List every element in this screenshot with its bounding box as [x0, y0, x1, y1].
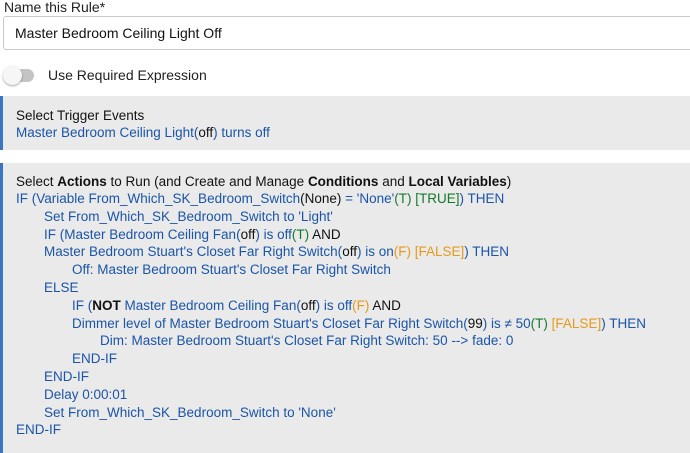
action-text: Master Bedroom Ceiling Fan( — [120, 297, 301, 313]
action-text: IF (Master Bedroom Ceiling Fan( — [44, 226, 241, 242]
variable-value: (None) — [300, 191, 342, 206]
device-state: off — [342, 244, 357, 260]
title-part: ) — [506, 174, 512, 189]
rule-name-input[interactable]: Master Bedroom Ceiling Light Off — [3, 16, 690, 50]
true-marker: (T) — [394, 191, 412, 206]
required-expression-toggle[interactable] — [3, 65, 34, 85]
action-text: = 'None' — [341, 191, 395, 206]
title-conditions: Conditions — [307, 174, 379, 189]
title-part: and — [378, 174, 409, 189]
action-text: ELSE — [44, 279, 79, 295]
paren: ) — [213, 125, 218, 140]
trigger-events-title: Select Trigger Events — [16, 108, 145, 123]
not-operator: NOT — [92, 297, 121, 313]
true-result: [TRUE] — [411, 191, 460, 206]
false-result: [FALSE] — [547, 315, 602, 331]
action-text: ) THEN — [464, 244, 510, 260]
action-text: ) is on — [356, 244, 394, 260]
action-line[interactable]: END-IF — [16, 368, 690, 386]
required-expression-label: Use Required Expression — [48, 67, 207, 83]
required-expression-row: Use Required Expression — [3, 65, 207, 85]
action-line[interactable]: Set From_Which_SK_Bedroom_Switch to 'Non… — [16, 404, 690, 422]
action-line[interactable]: Set From_Which_SK_Bedroom_Switch to 'Lig… — [16, 208, 690, 226]
action-line[interactable]: END-IF — [16, 421, 690, 439]
title-actions: Actions — [57, 174, 107, 189]
action-text: ) is ≠ 50 — [482, 315, 531, 331]
action-text: END-IF — [16, 422, 61, 438]
action-text: ) is off — [315, 297, 353, 313]
toggle-knob[interactable] — [3, 65, 22, 85]
paren: ( — [193, 125, 199, 140]
false-marker: (F) — [352, 297, 370, 313]
action-text: Set From_Which_SK_Bedroom_Switch to 'Non… — [44, 404, 336, 420]
false-marker: (F) — [393, 244, 411, 260]
action-text: Delay 0:00:01 — [44, 386, 128, 402]
action-text: Dim: Master Bedroom Stuart's Closet Far … — [100, 333, 514, 349]
action-text: ) THEN — [459, 191, 505, 206]
action-text: ) THEN — [601, 315, 646, 331]
action-line[interactable]: IF (Master Bedroom Ceiling Fan(off) is o… — [16, 226, 690, 244]
true-marker: (T) — [530, 315, 548, 331]
trigger-state: off — [198, 125, 214, 140]
action-text: Master Bedroom Stuart's Closet Far Right… — [44, 244, 343, 260]
action-text: Set From_Which_SK_Bedroom_Switch to 'Lig… — [44, 208, 333, 224]
trigger-event-line[interactable]: Master Bedroom Ceiling Light(off) turns … — [16, 124, 690, 142]
action-text: Off: Master Bedroom Stuart's Closet Far … — [72, 262, 391, 278]
action-text: END-IF — [44, 368, 89, 384]
action-line[interactable]: Dimmer level of Master Bedroom Stuart's … — [16, 315, 690, 333]
device-level: 99 — [467, 315, 483, 331]
action-line[interactable]: Dim: Master Bedroom Stuart's Closet Far … — [16, 332, 690, 350]
title-part: to Run (and Create and Manage — [106, 174, 308, 189]
trigger-device: Master Bedroom Ceiling Light — [16, 125, 194, 140]
rule-name-label: Name this Rule* — [4, 0, 106, 15]
true-marker: (T) — [291, 226, 310, 242]
trigger-events-card[interactable]: Select Trigger Events Master Bedroom Cei… — [0, 96, 690, 150]
action-text: Dimmer level of Master Bedroom Stuart's … — [72, 315, 468, 331]
device-state: off — [240, 226, 256, 242]
and-operator: AND — [309, 226, 341, 242]
title-part: Select — [16, 174, 58, 189]
device-state: off — [300, 297, 316, 313]
action-line[interactable]: ELSE — [16, 279, 690, 297]
false-result: [FALSE] — [410, 244, 465, 260]
action-line[interactable]: Master Bedroom Stuart's Closet Far Right… — [16, 243, 690, 261]
action-text: IF ( — [72, 297, 93, 313]
action-line[interactable]: Off: Master Bedroom Stuart's Closet Far … — [16, 261, 690, 279]
action-line[interactable]: Delay 0:00:01 — [16, 386, 690, 404]
action-line[interactable]: END-IF — [16, 350, 690, 368]
action-line[interactable]: IF (NOT Master Bedroom Ceiling Fan(off) … — [16, 297, 690, 315]
actions-card[interactable]: Select Actions to Run (and Create and Ma… — [0, 163, 690, 453]
action-text: ) is off — [255, 226, 292, 242]
title-local-variables: Local Variables — [408, 174, 507, 189]
action-text: END-IF — [72, 351, 117, 367]
trigger-action: turns off — [217, 125, 270, 140]
action-text: IF (Variable From_Which_SK_Bedroom_Switc… — [16, 191, 301, 206]
actions-title: Select Actions to Run (and Create and Ma… — [16, 173, 690, 190]
action-line[interactable]: IF (Variable From_Which_SK_Bedroom_Switc… — [16, 190, 690, 208]
and-operator: AND — [369, 297, 401, 313]
